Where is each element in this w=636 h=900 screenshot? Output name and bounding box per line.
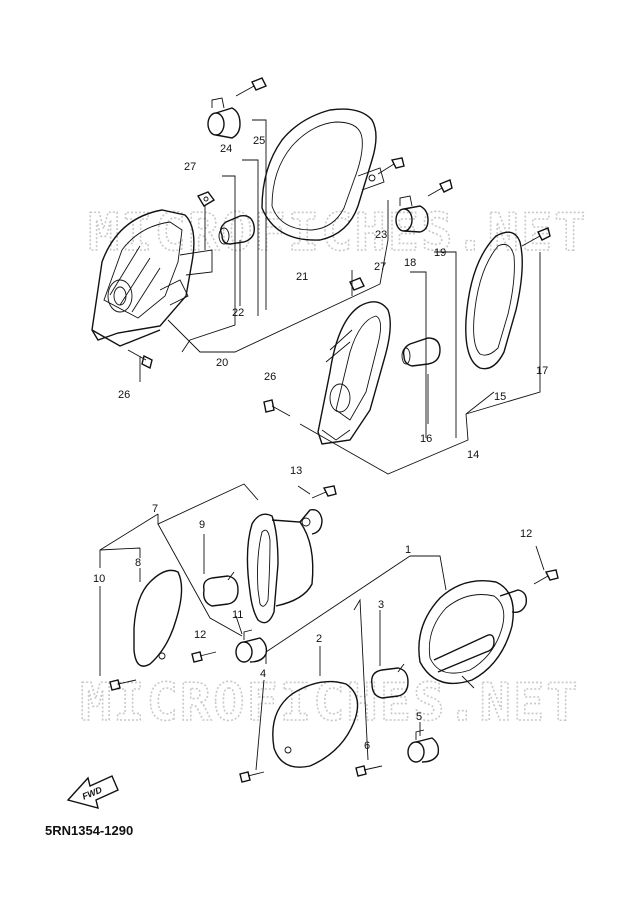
turn-signal-assembly-right-rear xyxy=(317,301,391,445)
callout-12-left: 12 xyxy=(194,629,206,641)
callout-20: 20 xyxy=(216,357,228,369)
callout-6: 6 xyxy=(364,740,370,752)
callout-7: 7 xyxy=(152,503,158,515)
socket-18 xyxy=(395,195,429,233)
diagram-code: 5RN1354-1290 xyxy=(45,823,134,838)
screw-17 xyxy=(521,227,551,247)
callout-11: 11 xyxy=(232,609,243,621)
callout-23: 23 xyxy=(375,229,387,241)
callout-13: 13 xyxy=(290,465,302,477)
callout-25: 25 xyxy=(253,135,265,147)
screw-4 xyxy=(239,771,265,783)
callout-26-left: 26 xyxy=(118,389,130,401)
callout-27-left: 27 xyxy=(184,161,196,173)
callout-10: 10 xyxy=(93,573,105,585)
screw-26-left xyxy=(127,349,153,370)
callout-21: 21 xyxy=(296,271,308,283)
callout-9: 9 xyxy=(199,519,205,531)
lens-8 xyxy=(133,569,183,667)
callout-4: 4 xyxy=(260,668,266,680)
callout-5: 5 xyxy=(416,711,422,723)
screw-23 xyxy=(377,157,405,175)
screw-12-right xyxy=(533,569,559,585)
nut-27-left xyxy=(196,191,216,207)
bulb-3 xyxy=(371,663,409,699)
nut-27-right xyxy=(349,277,365,291)
fwd-label: FWD xyxy=(81,784,104,801)
bulb-16 xyxy=(401,337,441,367)
callout-15: 15 xyxy=(494,391,506,403)
callout-3: 3 xyxy=(378,599,384,611)
callout-16: 16 xyxy=(420,433,432,445)
callout-26-right: 26 xyxy=(264,371,276,383)
watermark-bottom: MICROFICHES.NET xyxy=(80,673,580,733)
callout-24: 24 xyxy=(220,143,232,155)
screw-12-left xyxy=(191,651,217,663)
callout-1: 1 xyxy=(405,544,411,556)
callout-14: 14 xyxy=(467,449,479,461)
turn-signal-assembly-left-rear xyxy=(91,209,213,347)
turn-signal-assembly-right-front xyxy=(418,580,528,689)
lens-21 xyxy=(261,108,385,241)
callout-27-right: 27 xyxy=(374,261,386,273)
callout-2: 2 xyxy=(316,633,322,645)
bulb-22 xyxy=(218,215,255,245)
screw-6 xyxy=(355,765,383,777)
callout-19: 19 xyxy=(434,247,446,259)
socket-24 xyxy=(207,97,241,139)
callout-8: 8 xyxy=(135,557,141,569)
callout-18: 18 xyxy=(404,257,416,269)
lens-15 xyxy=(465,231,523,370)
turn-signal-assembly-left-front xyxy=(246,509,323,624)
callout-22: 22 xyxy=(232,307,244,319)
callout-12-right: 12 xyxy=(520,528,532,540)
screw-26-right xyxy=(263,399,291,417)
screw-10 xyxy=(109,679,137,691)
lens-2 xyxy=(272,680,359,768)
forward-arrow-icon: FWD xyxy=(66,775,119,809)
screw-13 xyxy=(311,485,337,499)
bulb-9 xyxy=(202,571,239,607)
socket-5 xyxy=(407,729,440,763)
screw-25 xyxy=(235,77,267,97)
callout-17: 17 xyxy=(536,365,548,377)
screw-19 xyxy=(427,179,453,197)
